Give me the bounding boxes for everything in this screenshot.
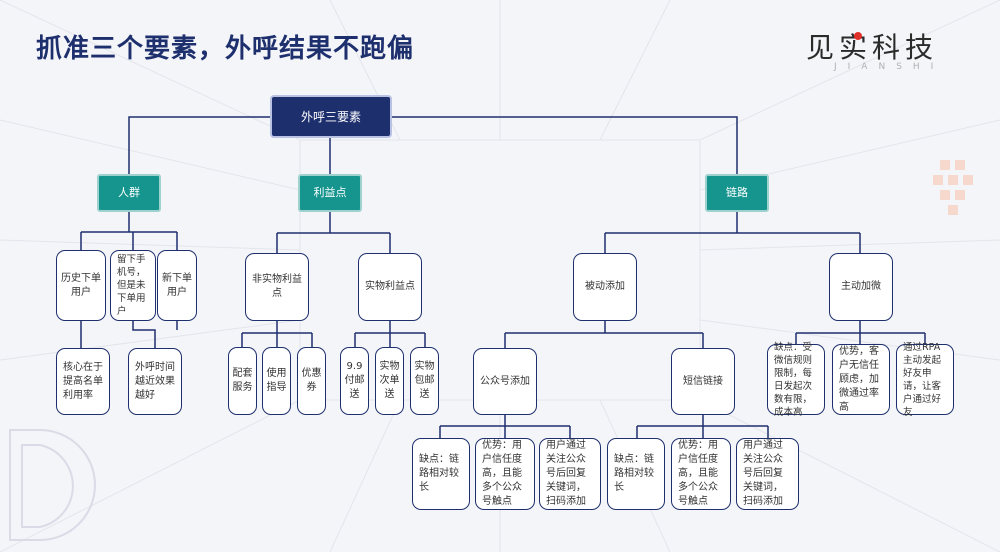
node-call-timing: 外呼时间越近效果越好 <box>128 348 182 415</box>
node-service: 配套服务 <box>228 347 257 415</box>
node-nonphysical: 非实物利益点 <box>245 253 309 321</box>
node-active-pro: 优势，客户无信任顾虑，加微通过率高 <box>832 344 890 415</box>
logo-dot-icon <box>854 32 862 40</box>
category-benefit: 利益点 <box>298 174 362 212</box>
logo-text: 见实科技 <box>806 31 939 64</box>
node-new-users: 新下单用户 <box>157 250 197 321</box>
node-sms-con: 缺点：链路相对较长 <box>607 438 665 510</box>
node-sms-how: 用户通过关注公众号后回复关键词，扫码添加 <box>736 438 799 510</box>
page-title: 抓准三个要素，外呼结果不跑偏 <box>36 34 415 64</box>
node-active-how: 通过RPA主动发起好友申请，让客户通过好友 <box>896 342 954 418</box>
node-active-add: 主动加微 <box>829 253 893 321</box>
root-node: 外呼三要素 <box>270 95 392 138</box>
node-official-pro: 优势：用户信任度高，且能多个公众号触点 <box>475 438 535 510</box>
logo-subtext: JIANSHI <box>834 62 945 72</box>
node-official-account: 公众号添加 <box>473 348 537 415</box>
category-link: 链路 <box>705 174 769 212</box>
node-phone-users: 留下手机号，但是未下单用户 <box>110 250 156 321</box>
node-history-users: 历史下单用户 <box>56 250 106 321</box>
category-crowd: 人群 <box>97 174 161 212</box>
node-next-order: 实物次单送 <box>375 347 404 415</box>
brand-logo: 见实科技 JIANSHI <box>806 26 966 74</box>
node-sms-pro: 优势：用户信任度高，且能多个公众号触点 <box>671 438 731 510</box>
node-official-how: 用户通过关注公众号后回复关键词，扫码添加 <box>539 438 601 510</box>
node-core-rate: 核心在于提高名单利用率 <box>56 348 110 415</box>
node-passive-add: 被动添加 <box>573 253 637 321</box>
node-free-ship: 实物包邮送 <box>410 347 439 415</box>
node-official-con: 缺点：链路相对较长 <box>412 438 470 510</box>
node-coupon: 优惠券 <box>297 347 326 415</box>
node-sms-link: 短信链接 <box>671 348 735 415</box>
node-active-con: 缺点：受微信规则限制，每日发起次数有限，成本高 <box>767 342 825 418</box>
node-guide: 使用指导 <box>262 347 291 415</box>
node-nine-nine: 9.9付邮送 <box>340 347 369 415</box>
node-physical: 实物利益点 <box>358 253 422 321</box>
